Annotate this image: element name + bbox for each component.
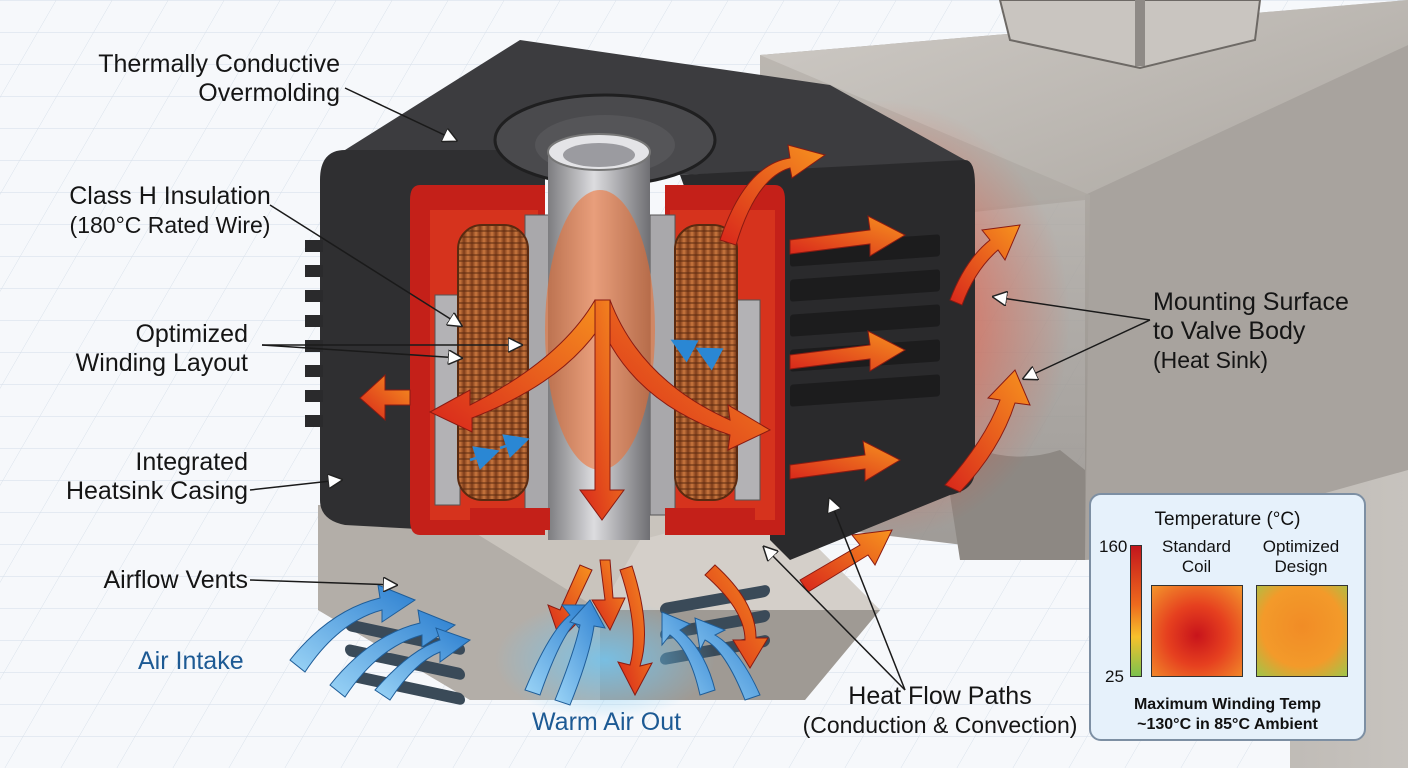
label-mounting-line2: to Valve Body (1153, 317, 1306, 345)
temperature-legend: Temperature (°C) 160 25 Standard Coil Op… (1089, 493, 1366, 741)
legend-note: Maximum Winding Temp ~130°C in 85°C Ambi… (1091, 695, 1364, 735)
label-heat-flow-line2: (Conduction & Convection) (802, 712, 1078, 738)
label-heat-flow-line1: Heat Flow Paths (848, 682, 1032, 710)
winding-direction-arrows (469, 339, 724, 471)
label-airflow-vents: Airflow Vents (103, 566, 248, 594)
label-winding: Optimized Winding Layout (76, 320, 248, 378)
cool-air-arrows (289, 584, 761, 706)
coil-left (457, 224, 529, 501)
leader-lines (249, 87, 1301, 720)
legend-optimized-line2: Design (1274, 557, 1328, 576)
label-winding-line2: Winding Layout (75, 349, 248, 377)
legend-optimized-label: Optimized Design (1251, 537, 1351, 577)
label-air-intake: Air Intake (138, 647, 244, 675)
label-heatsink-casing-line2: Heatsink Casing (65, 477, 248, 505)
legend-standard-line1: Standard (1162, 537, 1231, 556)
legend-color-scale (1130, 545, 1142, 677)
legend-standard-label: Standard Coil (1149, 537, 1244, 577)
label-insulation: Class H Insulation (180°C Rated Wire) (45, 182, 295, 240)
label-overmolding: Thermally Conductive Overmolding (98, 50, 340, 108)
coil-right (674, 224, 738, 501)
label-overmolding-line1: Thermally Conductive (98, 50, 340, 78)
legend-title: Temperature (°C) (1154, 509, 1301, 530)
legend-scale-max: 160 (1099, 537, 1128, 556)
label-mounting-line1: Mounting Surface (1153, 288, 1349, 316)
label-insulation-line2: (180°C Rated Wire) (69, 212, 271, 238)
label-overmolding-line2: Overmolding (198, 79, 340, 107)
label-mounting: Mounting Surface to Valve Body (Heat Sin… (1153, 288, 1349, 375)
legend-standard-swatch (1151, 585, 1243, 677)
legend-scale-min: 25 (1105, 667, 1124, 686)
legend-standard-line2: Coil (1181, 557, 1212, 576)
legend-note-line2: ~130°C in 85°C Ambient (1137, 716, 1318, 733)
label-heatsink-casing: Integrated Heatsink Casing (66, 448, 248, 506)
label-winding-line1: Optimized (135, 320, 248, 348)
label-warm-air-out: Warm Air Out (532, 708, 682, 736)
label-heatsink-casing-line1: Integrated (135, 448, 248, 476)
legend-note-line1: Maximum Winding Temp (1133, 696, 1322, 713)
legend-optimized-line1: Optimized (1262, 537, 1340, 556)
label-heat-flow: Heat Flow Paths (Conduction & Convection… (800, 682, 1080, 740)
heat-flow-arrows (359, 144, 1031, 697)
label-mounting-line3: (Heat Sink) (1153, 347, 1269, 373)
cool-air-glow (495, 600, 715, 720)
legend-optimized-swatch (1256, 585, 1348, 677)
label-insulation-line1: Class H Insulation (69, 182, 271, 210)
